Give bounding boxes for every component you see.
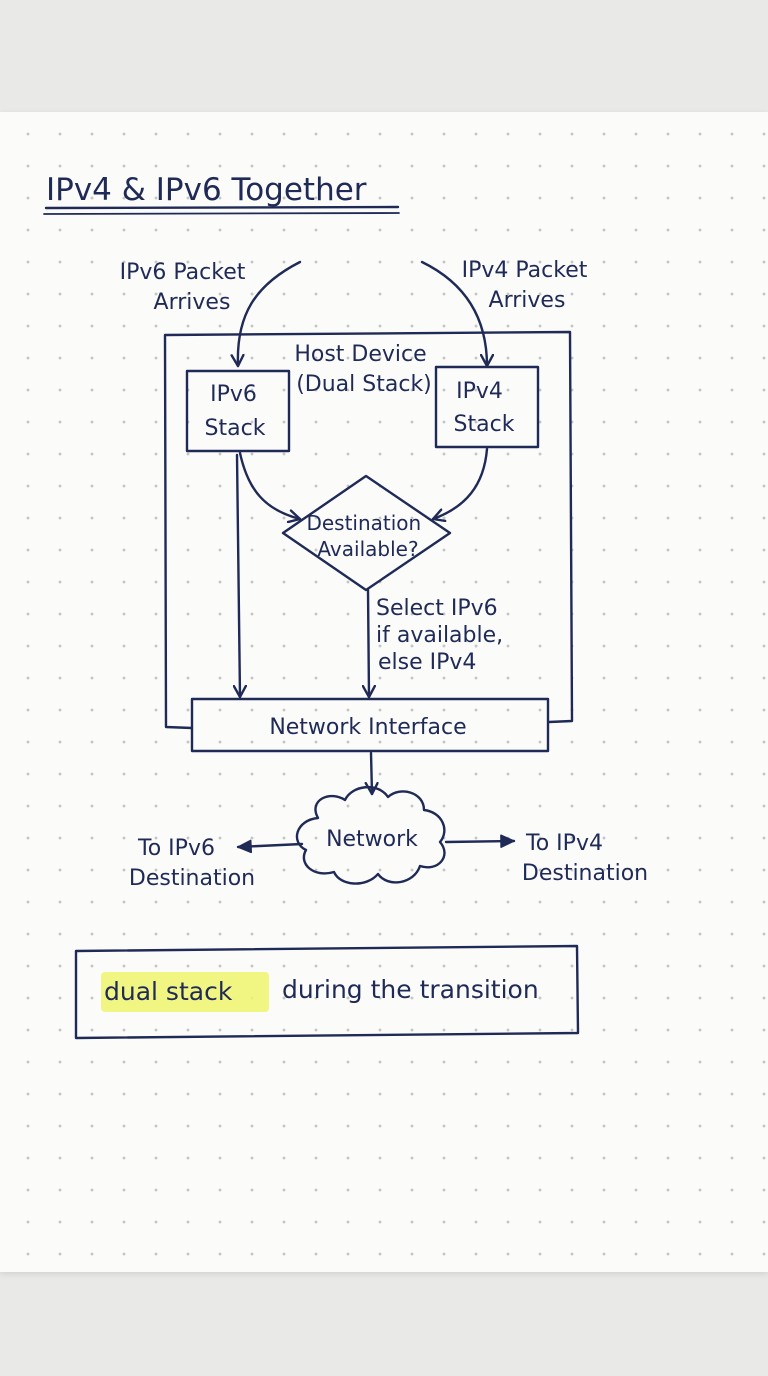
network-interface-label: Network Interface (269, 715, 466, 740)
ipv6-stack-box (185, 369, 291, 453)
network-label: Network (326, 827, 418, 852)
to-ipv4-destination-arrow (444, 834, 516, 848)
title-underline (44, 205, 400, 210)
footer-rest-text: during the transition (282, 975, 539, 1004)
footer-highlight-marker (101, 972, 269, 1012)
host-device-container (163, 330, 574, 730)
ipv4-incoming-arrow (420, 260, 487, 368)
ipv4-stack-box (434, 365, 540, 449)
to-ipv6-destination-label: To IPv6 Destination (129, 836, 255, 891)
host-device-label: Host Device (Dual Stack) (294, 342, 433, 397)
title-underline-second (43, 212, 400, 215)
to-ipv4-destination-label: To IPv4 Destination (522, 831, 648, 886)
ipv6-packet-arrives-label: IPv6 Packet Arrives (120, 260, 253, 315)
ipv6-incoming-arrow (238, 260, 302, 368)
ipv4-packet-arrives-label: IPv4 Packet Arrives (462, 258, 595, 313)
ipv4-to-decision-arrow (431, 447, 489, 519)
ipv6-to-interface-arrow (237, 453, 240, 699)
network-interface-box (190, 697, 550, 753)
ipv6-to-decision-arrow (238, 451, 302, 519)
select-ipv6-note: Select IPv6 if available, else IPv4 (376, 596, 510, 675)
to-ipv6-destination-arrow (236, 839, 304, 854)
network-cloud (295, 786, 446, 885)
diagram-title: IPv4 & IPv6 Together (46, 172, 367, 208)
destination-available-label: Destination Available? (306, 511, 427, 561)
footer-highlight-text: dual stack (104, 977, 233, 1006)
footer-note-box (74, 944, 580, 1040)
destination-decision-diamond (281, 474, 452, 592)
dotted-paper-sheet (0, 112, 768, 1272)
ipv6-stack-label: IPv6 Stack (205, 382, 266, 441)
decision-to-interface-arrow (368, 588, 369, 699)
ipv4-stack-label: IPv4 Stack (454, 379, 515, 437)
